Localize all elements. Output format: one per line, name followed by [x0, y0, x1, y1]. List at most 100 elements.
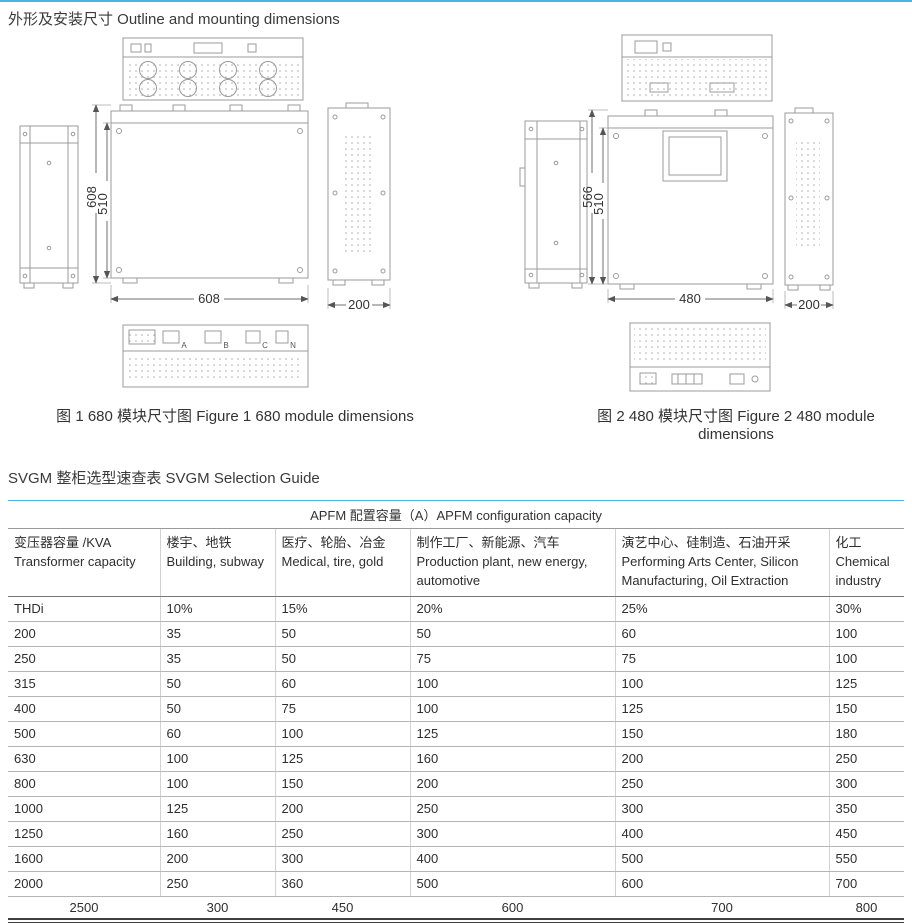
table-cell: 100: [159, 746, 275, 772]
captions-row: 图 1 680 模块尺寸图 Figure 1 680 module dimens…: [0, 405, 912, 443]
table-cell: 100: [274, 721, 410, 747]
table-cell: 100: [409, 696, 615, 722]
table-cell: 160: [159, 821, 275, 847]
table-cell: 10%: [159, 596, 275, 622]
drawing-680-module: A B C N 608 510: [19, 37, 391, 388]
column-header-building: 楼宇、地铁 Building, subway: [159, 528, 275, 597]
table-cell: 400: [409, 846, 615, 872]
table-cell: 1250: [8, 821, 160, 847]
table-cell: 300: [409, 821, 615, 847]
table-cell: 100: [409, 671, 615, 697]
footer-cell: 600: [410, 895, 615, 921]
table-cell: 1600: [8, 846, 160, 872]
page-title: 外形及安装尺寸 Outline and mounting dimensions: [8, 11, 340, 28]
column-header-en: Production plant, new energy,: [416, 553, 588, 569]
dimension-label-depth: 200: [798, 297, 820, 312]
column-header-en: Transformer capacity: [14, 553, 136, 569]
table-cell: 1000: [8, 796, 160, 822]
table-cell: 200: [8, 621, 160, 647]
table-cell: 500: [409, 871, 615, 897]
column-header-en: Manufacturing, Oil Extraction: [621, 572, 789, 588]
apfm-header-row: APFM 配置容量（A）APFM configuration capacity: [8, 500, 905, 529]
column-header-en: industry: [835, 572, 882, 588]
table-cell: 600: [614, 871, 829, 897]
figures-row: A B C N 608 510: [0, 33, 912, 393]
column-header-production: 制作工厂、新能源、汽车 Production plant, new energy…: [409, 528, 615, 597]
column-header-en: Performing Arts Center, Silicon: [621, 553, 799, 569]
terminal-label-b: B: [223, 341, 228, 350]
table-cell: 400: [614, 821, 829, 847]
column-header-zh: 化工: [835, 535, 862, 550]
dimension-label-height-outer: 608: [84, 186, 99, 208]
table-cell: 50: [409, 621, 615, 647]
column-header-en: Chemical: [835, 553, 890, 569]
dimension-label-depth: 200: [348, 297, 370, 312]
footer-cell: 300: [160, 895, 275, 921]
drawing-480-module: 566 510 480 200: [519, 34, 834, 392]
table-cell: 100: [614, 671, 829, 697]
table-cell: 350: [828, 796, 905, 822]
table-cell: 700: [828, 871, 905, 897]
table-cell: 150: [274, 771, 410, 797]
table-cell: 200: [274, 796, 410, 822]
table-cell: 20%: [409, 596, 615, 622]
table-cell: 450: [828, 821, 905, 847]
table-cell: 2000: [8, 871, 160, 897]
table-cell: 200: [614, 746, 829, 772]
table-cell: 200: [159, 846, 275, 872]
footer-cell: 700: [615, 895, 829, 921]
table-cell: 75: [409, 646, 615, 672]
table-cell: 360: [274, 871, 410, 897]
column-header-en: automotive: [416, 572, 481, 588]
table-cell: 250: [274, 821, 410, 847]
table-cell: 250: [828, 746, 905, 772]
table-cell: 35: [159, 646, 275, 672]
column-header-en: Medical, tire, gold: [281, 553, 384, 569]
table-cell: 125: [274, 746, 410, 772]
table-cell: 100: [828, 621, 905, 647]
table-cell: 50: [159, 671, 275, 697]
table-cell: 630: [8, 746, 160, 772]
terminal-label-c: C: [262, 341, 268, 350]
footer-cell: 2500: [8, 895, 160, 921]
table-cell: THDi: [8, 596, 160, 622]
figure-caption-680: 图 1 680 模块尺寸图 Figure 1 680 module dimens…: [56, 408, 414, 425]
top-divider: [0, 0, 912, 2]
table-cell: 50: [159, 696, 275, 722]
table-cell: 75: [614, 646, 829, 672]
terminal-label-a: A: [181, 341, 187, 350]
table-cell: 500: [614, 846, 829, 872]
table-cell: 150: [614, 721, 829, 747]
table-cell: 75: [274, 696, 410, 722]
table-cell: 400: [8, 696, 160, 722]
terminal-label-n: N: [290, 341, 296, 350]
table-cell: 800: [8, 771, 160, 797]
table-cell: 300: [614, 796, 829, 822]
column-header-zh: 楼宇、地铁: [166, 535, 232, 550]
table-cell: 125: [159, 796, 275, 822]
table-cell: 60: [159, 721, 275, 747]
dimension-label-height-outer: 566: [580, 186, 595, 208]
table-cell: 150: [828, 696, 905, 722]
table-cell: 250: [614, 771, 829, 797]
table-cell: 180: [828, 721, 905, 747]
table-cell: 125: [828, 671, 905, 697]
footer-cell: 450: [275, 895, 410, 921]
selection-guide-title: SVGM 整柜选型速查表 SVGM Selection Guide: [8, 470, 320, 487]
figure-caption-480: 图 2 480 模块尺寸图 Figure 2 480 module dimens…: [597, 408, 875, 443]
column-header-zh: 变压器容量 /KVA: [14, 535, 112, 550]
table-cell: 125: [409, 721, 615, 747]
table-cell: 500: [8, 721, 160, 747]
column-header-transformer: 变压器容量 /KVA Transformer capacity: [8, 528, 160, 597]
